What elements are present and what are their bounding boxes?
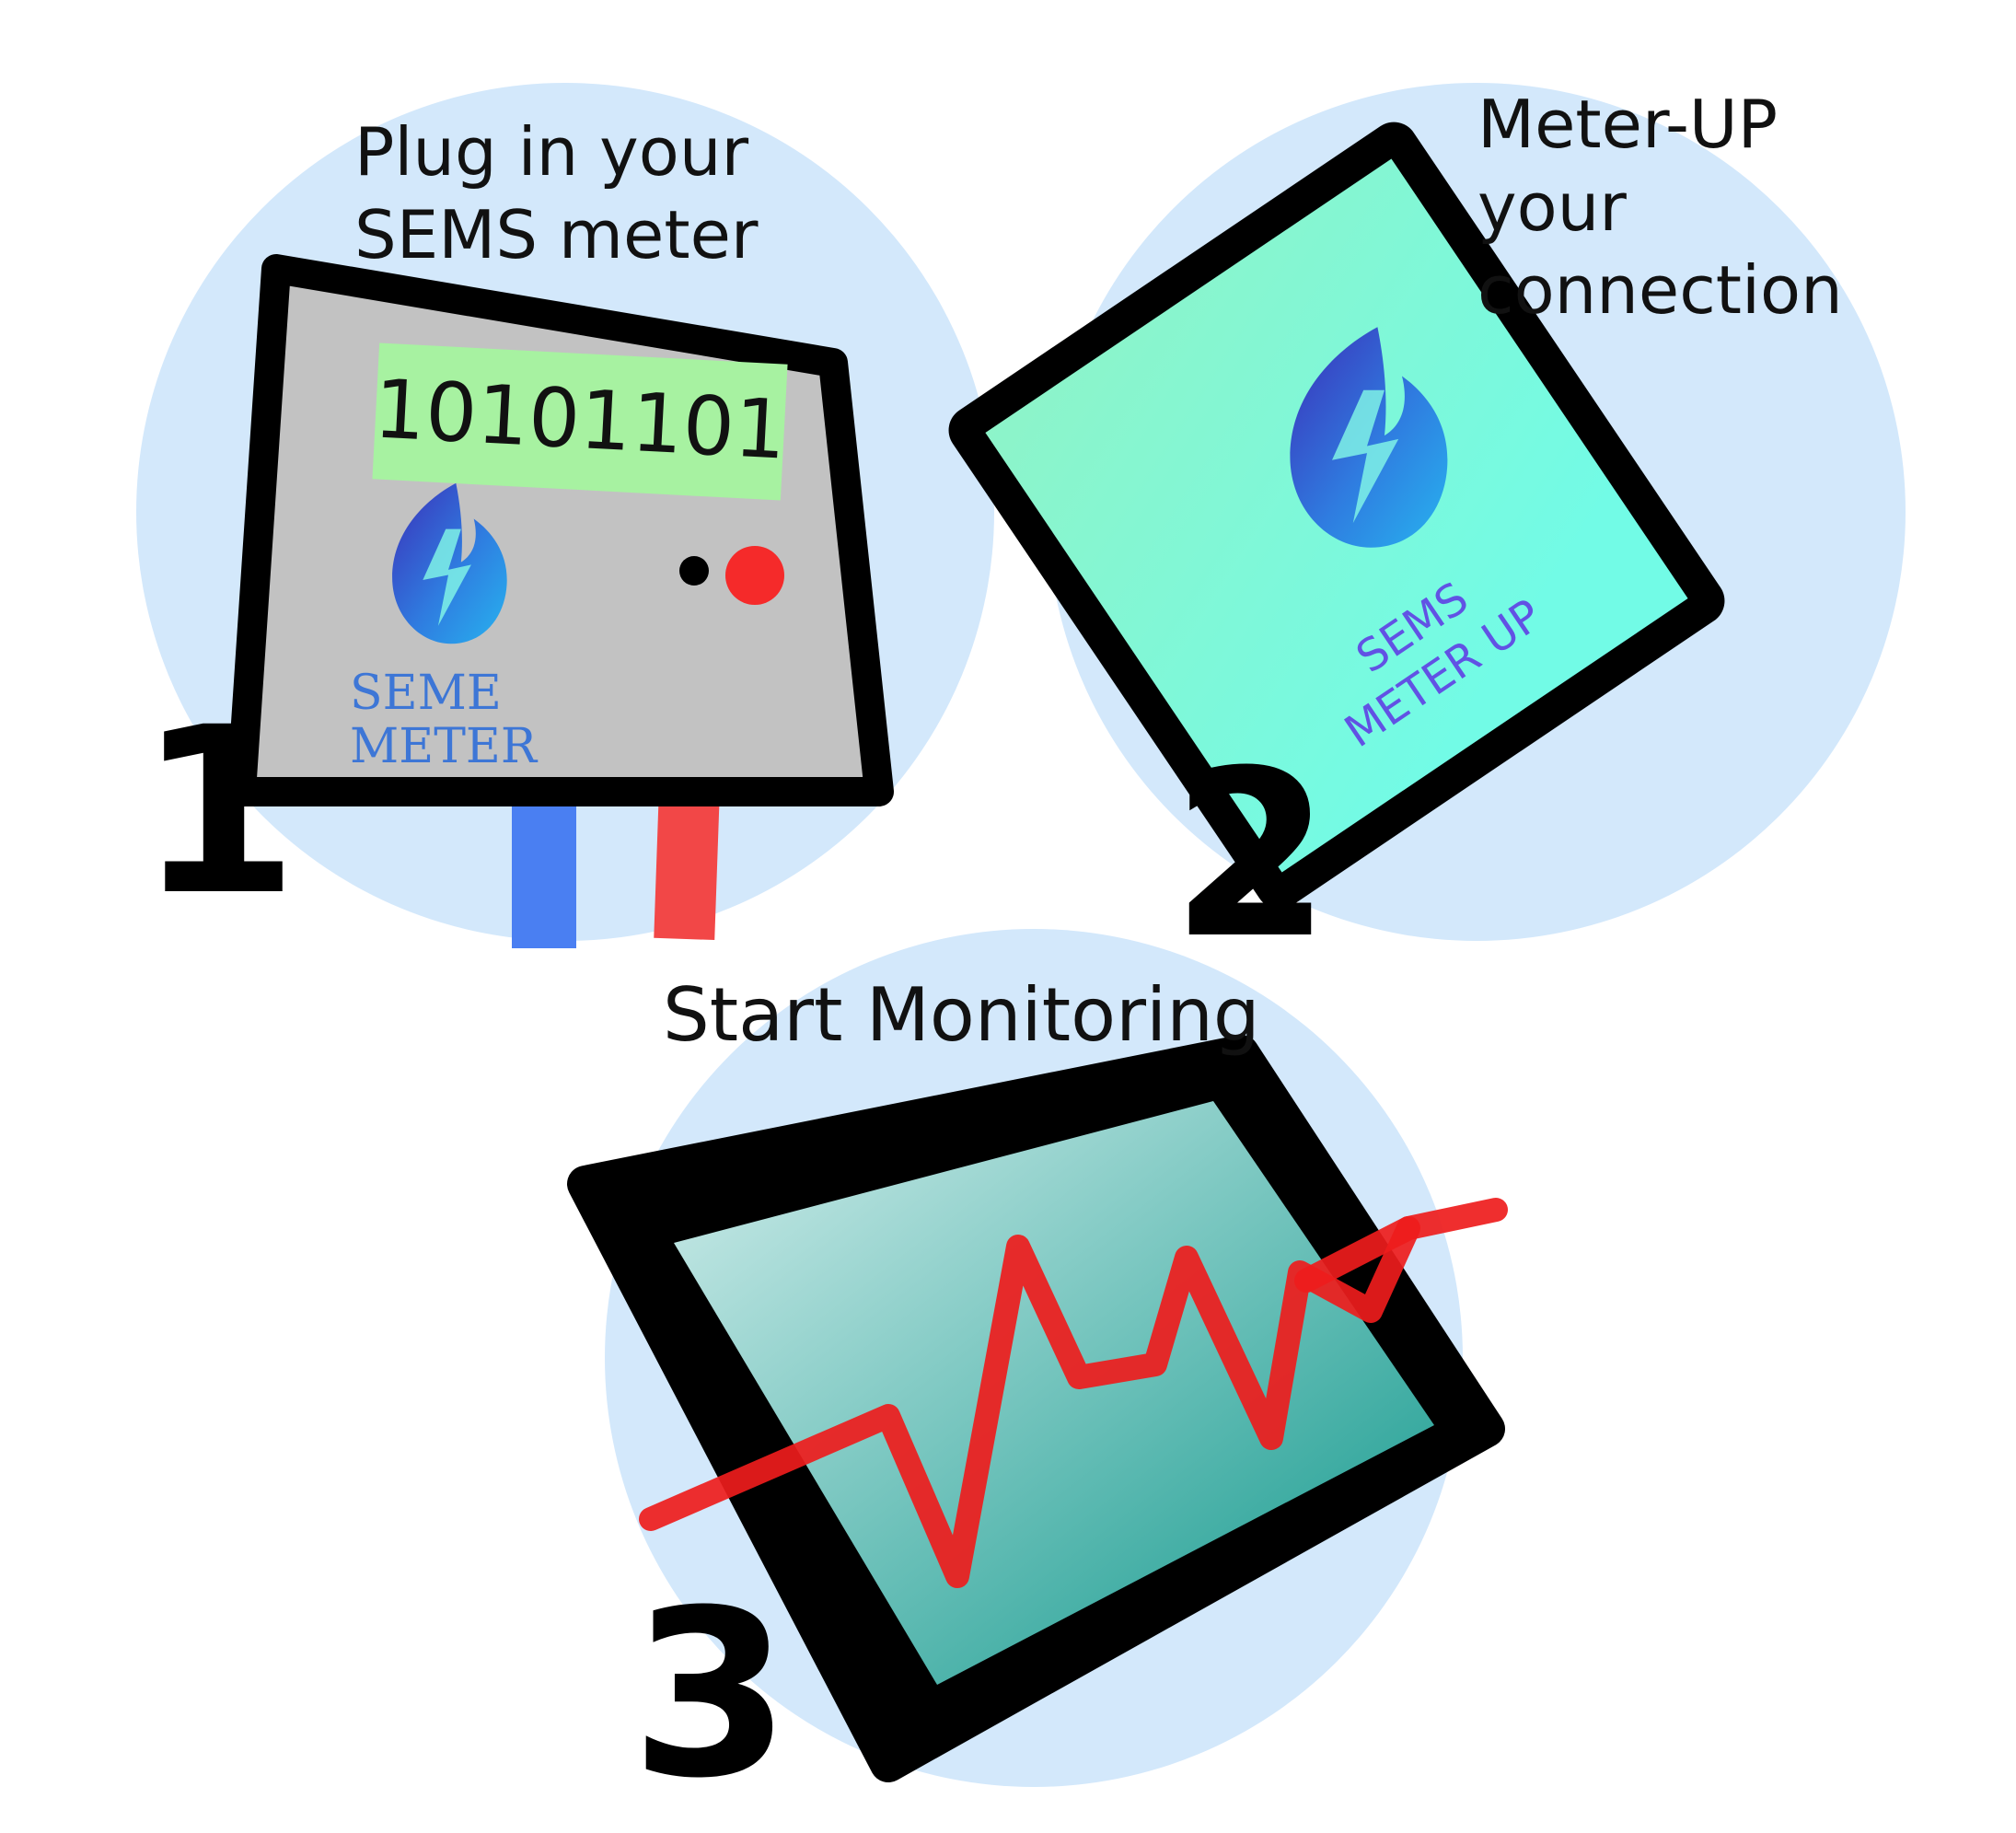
meter-case: [226, 254, 894, 806]
step-2-title-line-2: your: [1477, 168, 1627, 246]
step-2-group: SEMS METER UP Meter-UP your connection 2: [948, 83, 1906, 989]
step-3-number: 3: [631, 1560, 791, 1828]
red-wire: [654, 785, 720, 941]
step-2-title-line-3: connection: [1477, 251, 1843, 329]
step-2-title-line-1: Meter-UP: [1477, 86, 1778, 163]
meter-led-black: [679, 556, 709, 586]
pulse-tail-right: [1294, 1198, 1508, 1293]
step-1-group: 10101101 SEME METER Plug in your SEMS me…: [136, 83, 994, 948]
meter-wires: [512, 785, 720, 948]
step-3-group: Start Monitoring 3: [567, 929, 1508, 1828]
step-2-number: 2: [1171, 721, 1331, 989]
meter-display-digits: 10101101: [372, 361, 789, 477]
step-1-title-line-2: SEMS meter: [354, 196, 759, 273]
monitor-screen: [674, 1101, 1434, 1685]
blue-wire: [512, 787, 576, 948]
meter-led-red: [725, 546, 784, 605]
step-3-title: Start Monitoring: [663, 972, 1260, 1058]
meter-brand-line-2: METER: [350, 719, 539, 774]
step-1-title-line-1: Plug in your: [354, 113, 748, 191]
meter-brand-line-1: SEME: [350, 666, 502, 721]
monitor-device: [567, 1035, 1505, 1782]
step-1-number: 1: [138, 678, 298, 946]
meter-display: [372, 342, 788, 501]
sems-meter-device: 10101101 SEME METER: [226, 254, 894, 806]
